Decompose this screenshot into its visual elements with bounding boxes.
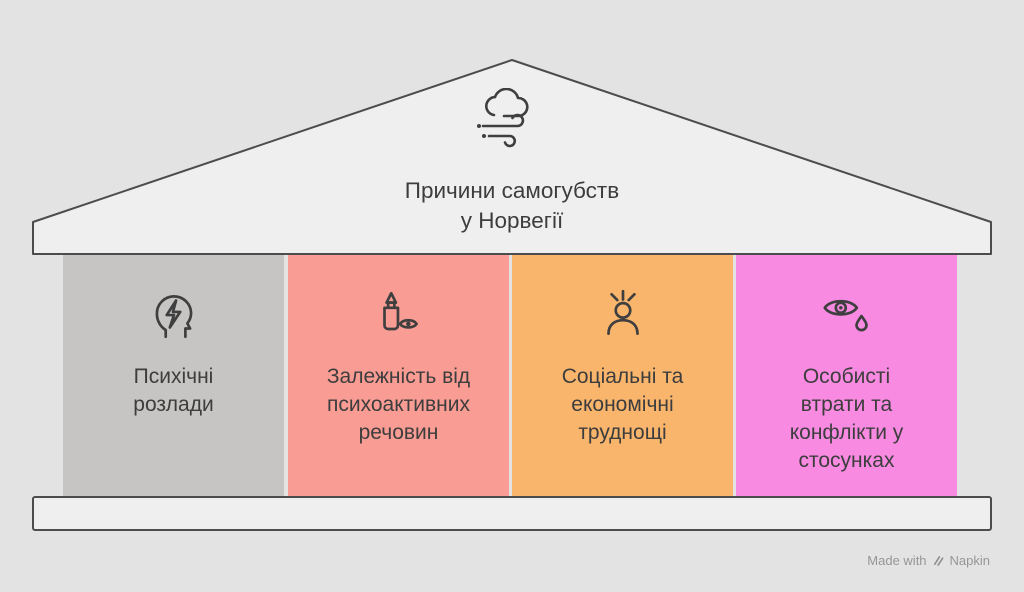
- base-shape: [32, 496, 992, 531]
- roof-shape: [32, 59, 992, 255]
- head-lightning-icon: [145, 283, 203, 345]
- nasal-spray-eye-icon: [370, 283, 428, 345]
- diagram-title: Причини самогубств у Норвегії: [0, 176, 1024, 237]
- pillar-label: Особисті втрати та конфлікти у стосунках: [789, 365, 904, 472]
- napkin-logo-icon: [933, 555, 943, 566]
- wind-cloud-icon: [474, 87, 550, 159]
- pillar-substance-dependence: Залежність від психоактивних речовин: [288, 255, 509, 496]
- pillar-label: Залежність від психоактивних речовин: [326, 365, 471, 444]
- brand-text: Napkin: [949, 553, 990, 568]
- stressed-person-icon: [594, 283, 652, 345]
- title-line-1: Причини самогубств: [404, 178, 620, 203]
- made-with-text: Made with: [867, 553, 927, 568]
- napkin-credit: Made with Napkin: [867, 553, 990, 568]
- pillar-label: Психічні розлади: [133, 365, 214, 416]
- title-line-2: у Норвегії: [460, 208, 564, 234]
- eye-tear-icon: [818, 283, 876, 345]
- pillar-mental-disorders: Психічні розлади: [63, 255, 284, 496]
- pillar-social-economic: Соціальні та економічні труднощі: [512, 255, 733, 496]
- pillar-label: Соціальні та економічні труднощі: [561, 365, 684, 444]
- pillar-personal-losses: Особисті втрати та конфлікти у стосунках: [736, 255, 957, 496]
